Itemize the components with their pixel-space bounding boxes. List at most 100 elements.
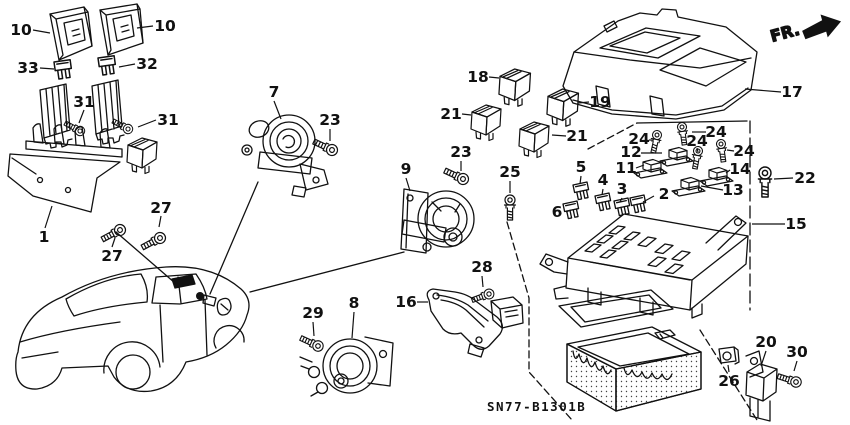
callout-23: 23 bbox=[450, 143, 472, 161]
relay-on-bracket bbox=[126, 137, 158, 175]
mount-leader-lines bbox=[115, 181, 405, 295]
component-12 bbox=[659, 146, 694, 167]
leader-line-14 bbox=[725, 169, 731, 174]
callout-24: 24 bbox=[705, 123, 727, 141]
leader-line-1 bbox=[44, 205, 53, 229]
component-13 bbox=[671, 176, 706, 197]
bolt-29 bbox=[297, 332, 326, 354]
leader-line-32 bbox=[118, 63, 136, 68]
callout-2: 2 bbox=[659, 185, 670, 203]
leader-line-4 bbox=[601, 188, 604, 196]
callout-1: 1 bbox=[39, 228, 50, 246]
leader-line-6 bbox=[565, 209, 572, 213]
leader-line-10 bbox=[32, 29, 51, 34]
callout-8: 8 bbox=[349, 294, 360, 312]
diagram-code: SN77-B1301B bbox=[487, 399, 586, 414]
fr-label: FR. bbox=[768, 20, 802, 46]
cover-17 bbox=[562, 8, 758, 120]
leader-line-10 bbox=[136, 25, 154, 29]
leader-line-5 bbox=[579, 175, 582, 185]
callout-27: 27 bbox=[101, 247, 123, 265]
leader-line-26 bbox=[727, 364, 730, 373]
clip-26 bbox=[718, 346, 740, 365]
leader-line-24 bbox=[696, 147, 699, 153]
callout-30: 30 bbox=[786, 343, 808, 361]
bolt-22 bbox=[757, 166, 773, 198]
callout-31: 31 bbox=[73, 93, 95, 111]
fuse-holder-left bbox=[39, 83, 73, 149]
relay-cover-right bbox=[99, 3, 144, 56]
fuse-4 bbox=[594, 192, 613, 212]
leader-line-21 bbox=[551, 134, 567, 137]
leader-line-31 bbox=[78, 109, 85, 124]
leader-line-9 bbox=[405, 177, 411, 192]
bolt-24-a bbox=[647, 128, 664, 155]
callout-18: 18 bbox=[467, 68, 489, 86]
leader-line-21 bbox=[461, 113, 472, 116]
fuse-2 bbox=[629, 194, 648, 214]
bolt-25 bbox=[503, 194, 517, 221]
callout-19: 19 bbox=[589, 93, 611, 111]
callout-11: 11 bbox=[615, 159, 637, 177]
callout-25: 25 bbox=[499, 163, 521, 181]
relay-21-b bbox=[518, 121, 550, 159]
callout-29: 29 bbox=[302, 304, 324, 322]
relay-18 bbox=[498, 68, 532, 107]
callout-5: 5 bbox=[576, 158, 587, 176]
fuse-6 bbox=[562, 200, 581, 220]
leader-line-27 bbox=[111, 237, 116, 248]
horn-8 bbox=[299, 336, 394, 397]
lower-tray bbox=[566, 326, 702, 412]
relay-19 bbox=[546, 88, 580, 127]
leader-line-30 bbox=[793, 360, 798, 372]
bolt-27-b bbox=[139, 229, 169, 253]
car-silhouette bbox=[15, 266, 250, 393]
callout-27: 27 bbox=[150, 199, 172, 217]
callout-31: 31 bbox=[157, 111, 179, 129]
assembly-15-boundary bbox=[506, 120, 758, 421]
leader-line-2 bbox=[642, 195, 655, 203]
fuse-box-15 bbox=[539, 213, 749, 319]
leader-line-18 bbox=[488, 76, 500, 79]
bolt-23-a bbox=[310, 135, 340, 158]
fr-arrow-icon bbox=[802, 14, 842, 40]
callout-32: 32 bbox=[136, 55, 158, 73]
bolt-23-b bbox=[441, 164, 471, 187]
callout-13: 13 bbox=[722, 181, 744, 199]
leader-line-13 bbox=[700, 185, 724, 191]
leader-line-27 bbox=[158, 215, 162, 228]
leader-line-33 bbox=[39, 67, 55, 70]
callout-9: 9 bbox=[401, 160, 412, 178]
callout-7: 7 bbox=[269, 83, 280, 101]
fr-direction: FR. bbox=[767, 14, 842, 47]
fuse-32 bbox=[97, 54, 118, 77]
fuse-3 bbox=[613, 197, 632, 217]
callout-28: 28 bbox=[471, 258, 493, 276]
callout-17: 17 bbox=[781, 83, 803, 101]
callout-14: 14 bbox=[729, 160, 751, 178]
callout-12: 12 bbox=[620, 143, 642, 161]
horn-7 bbox=[241, 114, 329, 198]
callout-16: 16 bbox=[395, 293, 417, 311]
callout-24: 24 bbox=[733, 142, 755, 160]
relay-20 bbox=[745, 350, 778, 422]
fuse-5 bbox=[572, 181, 591, 201]
bracket-1 bbox=[7, 123, 123, 213]
callout-33: 33 bbox=[17, 59, 39, 77]
leader-line-3 bbox=[619, 197, 623, 203]
callout-23: 23 bbox=[319, 111, 341, 129]
bolt-24-d bbox=[714, 138, 729, 164]
leader-line-7 bbox=[273, 100, 282, 120]
leader-line-22 bbox=[773, 177, 794, 180]
callout-24: 24 bbox=[686, 132, 708, 150]
gasket-frame bbox=[558, 289, 676, 340]
callout-3: 3 bbox=[617, 180, 628, 198]
fuse-33 bbox=[53, 58, 74, 81]
callout-26: 26 bbox=[718, 372, 740, 390]
callout-21: 21 bbox=[566, 127, 588, 145]
leader-line-28 bbox=[481, 275, 484, 288]
callout-4: 4 bbox=[598, 171, 609, 189]
leader-line-31 bbox=[137, 119, 157, 128]
